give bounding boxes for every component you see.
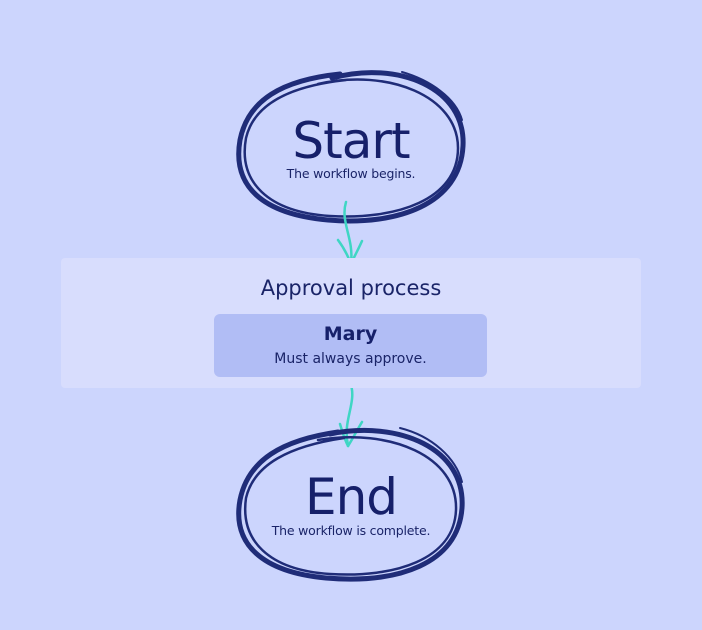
- start-title: Start: [292, 112, 410, 170]
- approver-name: Mary: [323, 323, 378, 345]
- arrow-start-to-process: [336, 200, 364, 266]
- end-circle: [236, 427, 465, 582]
- start-description: The workflow begins.: [286, 166, 416, 181]
- approver-card[interactable]: Mary Must always approve.: [214, 314, 487, 377]
- end-description: The workflow is complete.: [271, 523, 431, 538]
- approval-process-panel: Approval process Mary Must always approv…: [61, 258, 641, 388]
- end-title: End: [304, 468, 398, 526]
- approval-process-title: Approval process: [260, 276, 442, 300]
- approver-description: Must always approve.: [274, 351, 427, 367]
